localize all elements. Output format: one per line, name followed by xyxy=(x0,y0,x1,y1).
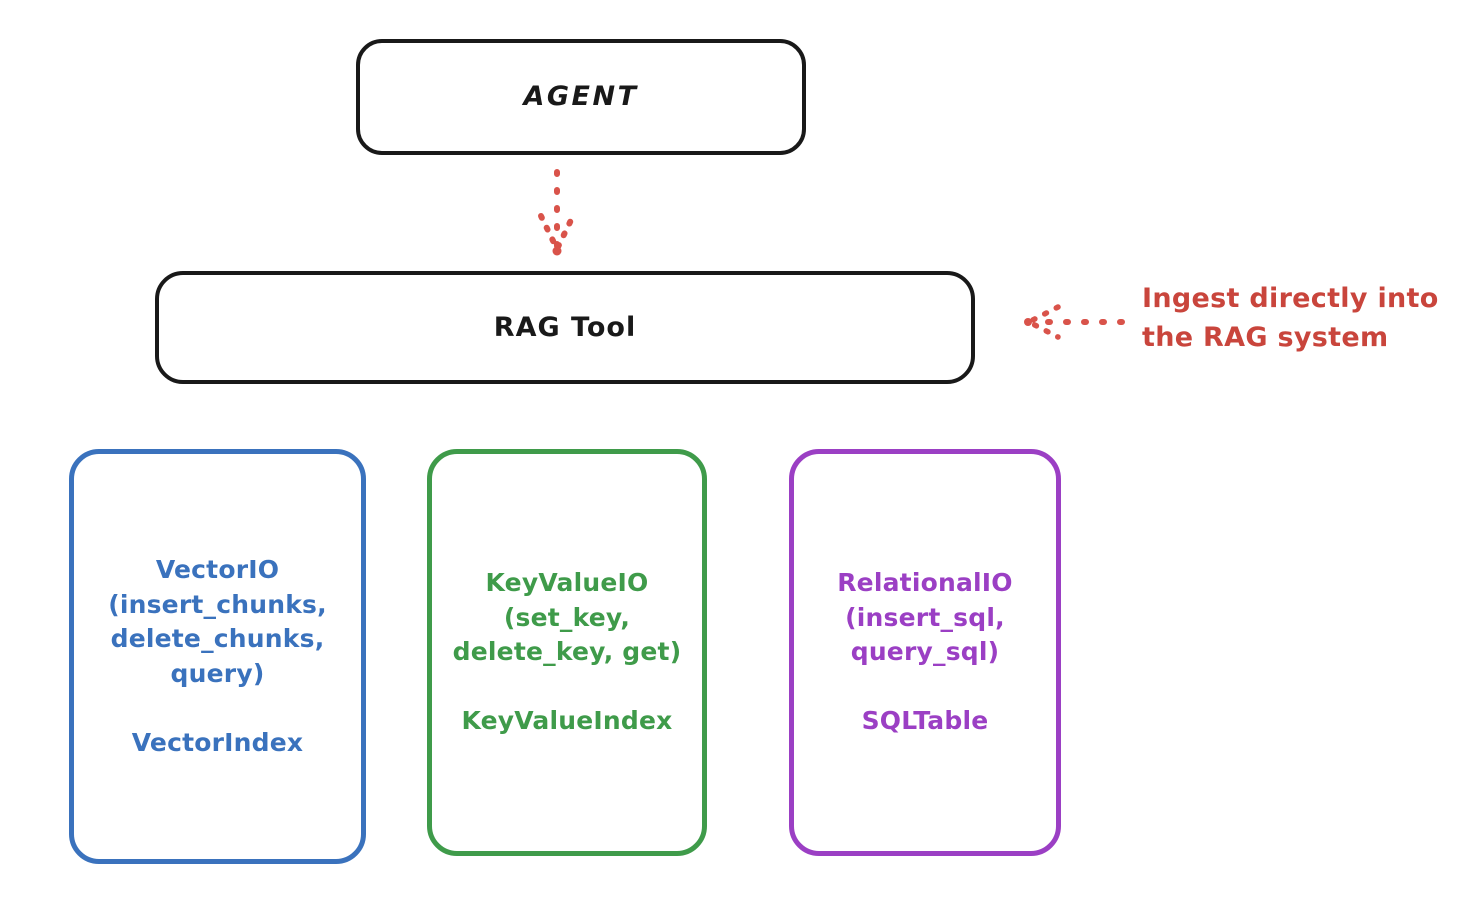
rag-tool-node[interactable]: RAG Tool xyxy=(155,271,975,384)
relationalio-node-label: RelationalIO (insert_sql, query_sql) SQL… xyxy=(837,568,1013,736)
keyvalueio-node[interactable]: KeyValueIO (set_key, delete_key, get) Ke… xyxy=(427,449,707,856)
ingest-annotation-label: Ingest directly into the RAG system xyxy=(1142,283,1439,354)
ingest-to-rag-tool-arrow xyxy=(1024,304,1125,340)
keyvalueio-node-label: KeyValueIO (set_key, delete_key, get) Ke… xyxy=(452,568,682,736)
agent-node-label: AGENT xyxy=(523,81,639,113)
relationalio-node[interactable]: RelationalIO (insert_sql, query_sql) SQL… xyxy=(789,449,1061,856)
rag-tool-node-label: RAG Tool xyxy=(493,311,637,343)
vectorio-node[interactable]: VectorIO (insert_chunks, delete_chunks, … xyxy=(69,449,366,864)
agent-node[interactable]: AGENT xyxy=(356,39,806,155)
agent-to-rag-tool-arrow xyxy=(538,169,576,256)
vectorio-node-label: VectorIO (insert_chunks, delete_chunks, … xyxy=(108,555,327,757)
